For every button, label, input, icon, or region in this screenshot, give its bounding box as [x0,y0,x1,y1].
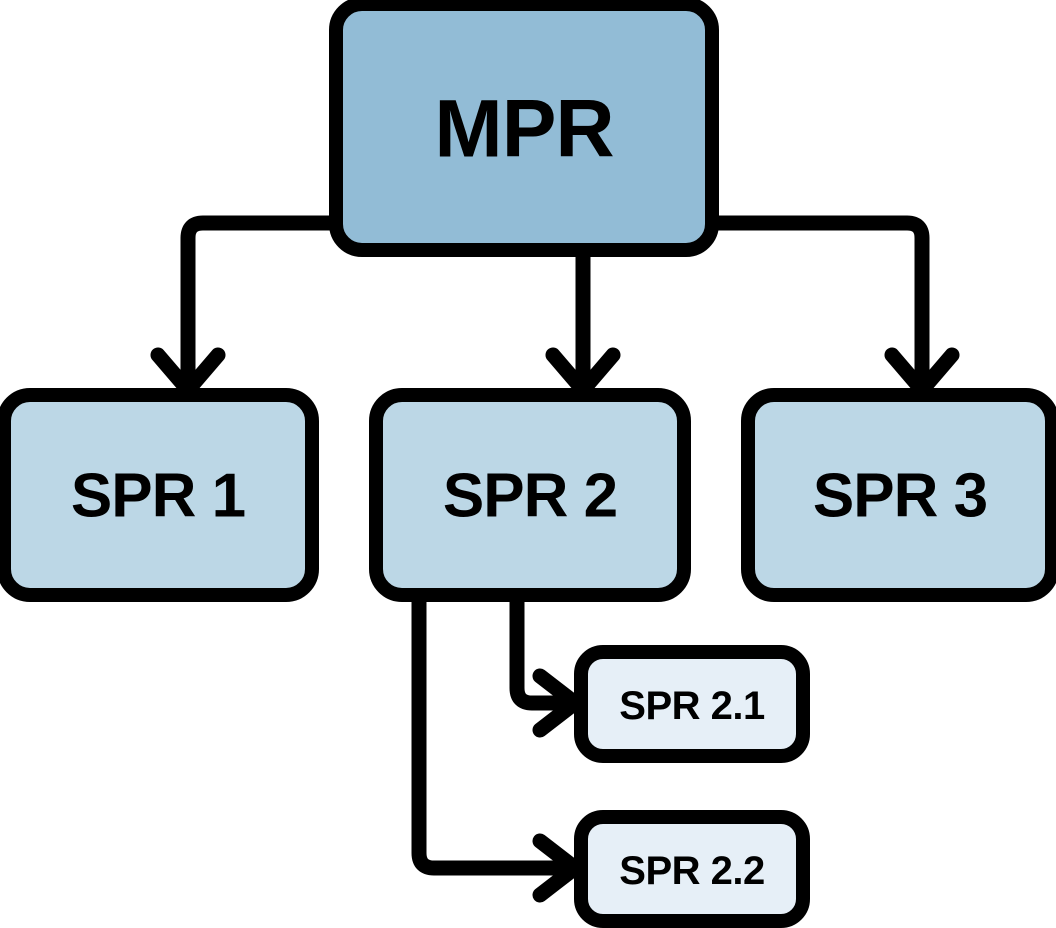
edge-spr2-to-spr21 [509,592,583,738]
edge-mpr-to-spr2 [545,246,621,398]
edge-mpr-to-spr3-line [712,215,930,388]
edge-spr2-to-spr22-line [411,592,572,876]
node-spr2[interactable]: SPR 2 [369,388,691,602]
node-spr2-label: SPR 2 [443,462,617,531]
node-mpr-box[interactable] [329,0,719,257]
node-spr21-box[interactable] [574,645,810,763]
node-spr21-label: SPR 2.1 [619,684,765,728]
node-spr21[interactable]: SPR 2.1 [574,645,810,763]
edge-mpr-to-spr3 [712,215,960,398]
node-spr1-box[interactable] [0,388,319,602]
node-spr22-box[interactable] [574,810,810,928]
edge-spr2-to-spr22 [411,592,583,903]
node-spr3-box[interactable] [741,388,1056,602]
node-spr1[interactable]: SPR 1 [0,388,319,602]
node-spr22-label: SPR 2.2 [619,849,764,893]
node-spr3-label: SPR 3 [813,462,987,531]
node-mpr[interactable]: MPR [329,0,719,257]
node-spr3[interactable]: SPR 3 [741,388,1056,602]
node-mpr-label: MPR [434,84,613,175]
edge-spr2-to-spr21-line [509,592,572,711]
node-spr1-label: SPR 1 [71,462,245,531]
node-spr22[interactable]: SPR 2.2 [574,810,810,928]
edge-mpr-to-spr1-line [180,215,336,388]
edge-mpr-to-spr1 [150,215,336,398]
node-spr2-box[interactable] [369,388,691,602]
